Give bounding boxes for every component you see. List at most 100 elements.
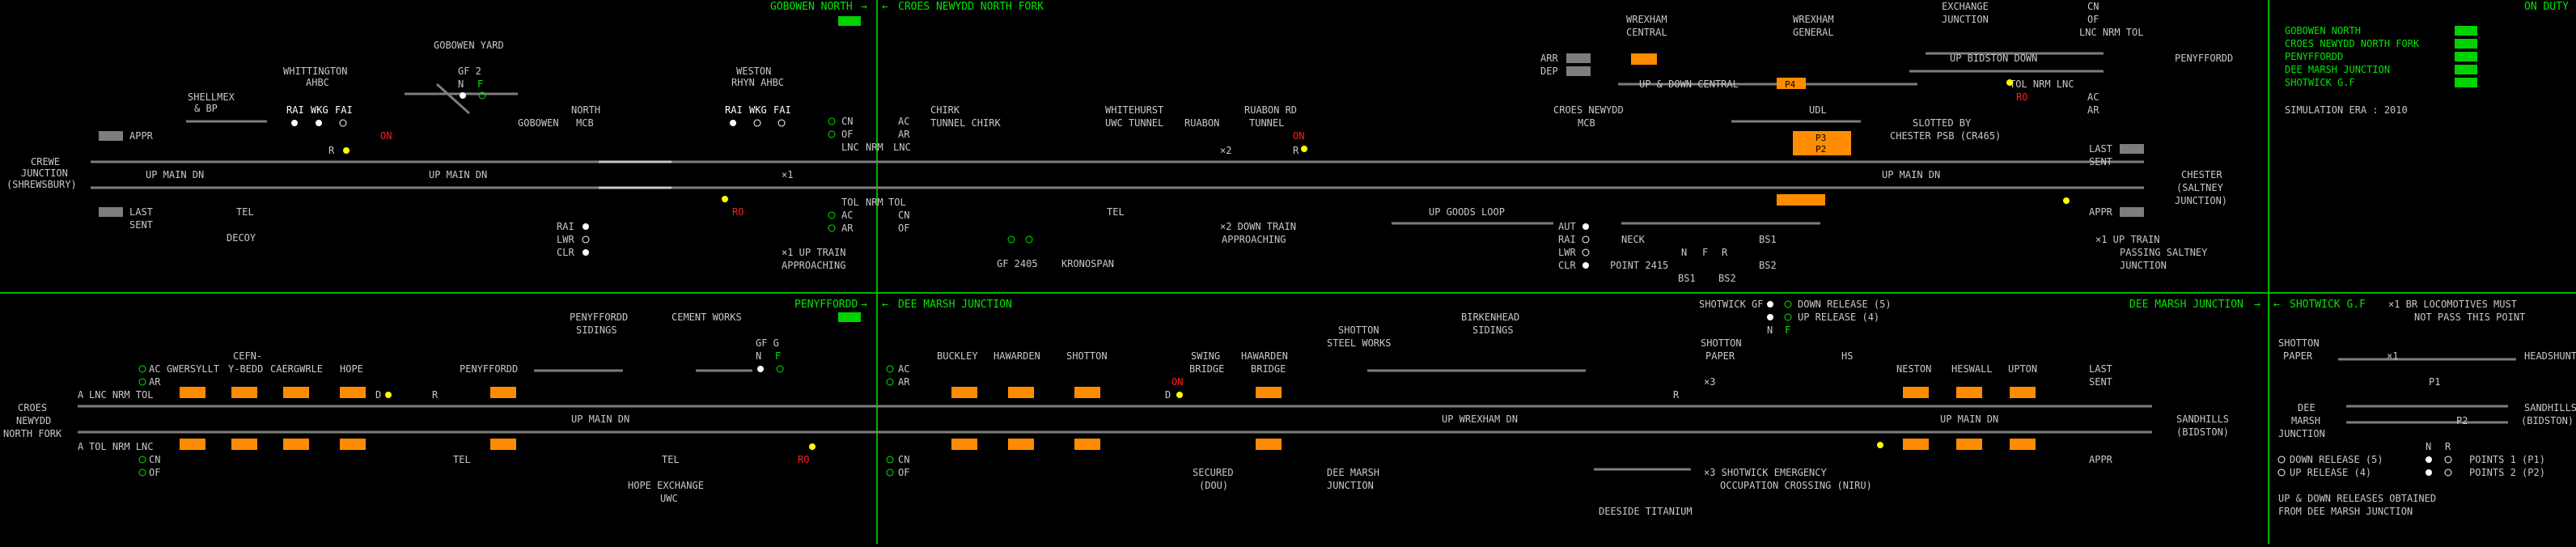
platforms bbox=[951, 387, 2036, 450]
platform-hawarden-dn[interactable] bbox=[1008, 439, 1034, 450]
cn-label: CN bbox=[149, 454, 160, 465]
appr-indicator[interactable] bbox=[2120, 207, 2144, 217]
platform-buckley-dn[interactable] bbox=[951, 439, 977, 450]
rai-label: RAI bbox=[725, 104, 743, 116]
platform-gwersyllt-dn[interactable] bbox=[180, 439, 205, 450]
platform-p3-p2[interactable] bbox=[1793, 131, 1851, 155]
platform-cefn-up[interactable] bbox=[231, 387, 257, 398]
n-label: N bbox=[1681, 247, 1687, 258]
platform-caergwrle-up[interactable] bbox=[283, 387, 309, 398]
platform-penyffordd-up[interactable] bbox=[490, 387, 516, 398]
last-sent-indicator[interactable] bbox=[99, 207, 123, 217]
platform-neston-dn[interactable] bbox=[1903, 439, 1929, 450]
p4-label: P4 bbox=[1785, 79, 1796, 90]
of-label: OF bbox=[898, 467, 909, 478]
labels: CREWE JUNCTION (SHREWSBURY) APPR LAST SE… bbox=[6, 40, 883, 271]
last-sent-indicator[interactable] bbox=[2120, 144, 2144, 154]
of-label: OF bbox=[841, 129, 853, 140]
platform-hope-up[interactable] bbox=[340, 387, 366, 398]
whitehurst-label: UWC TUNNEL bbox=[1105, 117, 1163, 129]
penyffordd-label: PENYFFORDD bbox=[460, 363, 518, 375]
duty-indicator[interactable] bbox=[2455, 65, 2477, 74]
platform-hawarden-up[interactable] bbox=[1008, 387, 1034, 398]
platform-neston-up[interactable] bbox=[1903, 387, 1929, 398]
udl-label: UDL bbox=[1809, 104, 1827, 116]
track-lines bbox=[2338, 358, 2516, 424]
lnc-nrm-tol-label: LNC NRM TOL bbox=[2079, 27, 2143, 38]
track-lines bbox=[877, 52, 2144, 225]
cefn-label: CEFN- bbox=[233, 350, 262, 362]
aut-label: AUT bbox=[1558, 221, 1576, 232]
platform-caergwrle-dn[interactable] bbox=[283, 439, 309, 450]
platform-cefn-dn[interactable] bbox=[231, 439, 257, 450]
wkg-label: WKG bbox=[749, 104, 767, 116]
lamp bbox=[1582, 248, 1590, 257]
rai-lamp bbox=[291, 120, 298, 126]
duty-indicator[interactable] bbox=[2455, 52, 2477, 61]
hope-label: HOPE bbox=[340, 363, 363, 375]
signal-lamps bbox=[886, 300, 1883, 477]
shotton-steel-label: SHOTTON bbox=[1338, 324, 1379, 336]
gf-g-label: GF G bbox=[756, 337, 779, 349]
points-lamp bbox=[2426, 456, 2432, 463]
header-penyffordd[interactable]: PENYFFORDD bbox=[794, 299, 858, 311]
platform-penyffordd-dn[interactable] bbox=[490, 439, 516, 450]
crossing-lamp bbox=[828, 130, 836, 138]
duty-indicator[interactable] bbox=[2455, 78, 2477, 87]
last-sent-label: SENT bbox=[2089, 156, 2112, 167]
duty-indicator[interactable] bbox=[2455, 39, 2477, 49]
lamp bbox=[138, 365, 146, 373]
header-croes-newydd-north-fork[interactable]: CROES NEWYDD NORTH FORK bbox=[898, 1, 1044, 13]
platform-buckley-up[interactable] bbox=[951, 387, 977, 398]
platform-gwersyllt-up[interactable] bbox=[180, 387, 205, 398]
platform-wrexham-central[interactable] bbox=[1631, 53, 1657, 65]
arrow-left-icon: ← bbox=[2273, 299, 2280, 311]
appr-indicator[interactable] bbox=[99, 131, 123, 141]
signal-lamps bbox=[2277, 456, 2452, 477]
chirk-label: TUNNEL CHIRK bbox=[930, 117, 1001, 129]
north-mcb-label: NORTH bbox=[571, 104, 600, 116]
cn-label: CN bbox=[898, 454, 909, 465]
lamp bbox=[1007, 235, 1015, 244]
header-shotwick-gf[interactable]: SHOTWICK G.F bbox=[2290, 299, 2366, 311]
weston-label: RHYN AHBC bbox=[731, 77, 784, 88]
labels: ×1 BR LOCOMOTIVES MUST NOT PASS THIS POI… bbox=[2278, 299, 2576, 517]
platform-p1[interactable] bbox=[1777, 194, 1825, 206]
platform-hawarden-bridge-up[interactable] bbox=[1256, 387, 1282, 398]
header-dee-marsh-junction-right[interactable]: DEE MARSH JUNCTION bbox=[2129, 299, 2243, 311]
header-dee-marsh-junction[interactable]: DEE MARSH JUNCTION bbox=[898, 299, 1012, 311]
dep-indicator[interactable] bbox=[1566, 66, 1591, 76]
header-gobowen-north[interactable]: GOBOWEN NORTH bbox=[770, 1, 853, 13]
shotton-label: SHOTTON bbox=[1066, 350, 1108, 362]
platform-hope-dn[interactable] bbox=[340, 439, 366, 450]
platform-shotton-dn[interactable] bbox=[1074, 439, 1100, 450]
platform-upton-up[interactable] bbox=[2010, 387, 2036, 398]
slotted-label: SLOTTED BY bbox=[1913, 117, 1972, 129]
lamp bbox=[1025, 235, 1033, 244]
chester-label: (SALTNEY bbox=[2176, 182, 2224, 193]
platform-heswall-dn[interactable] bbox=[1956, 439, 1982, 450]
penyffordd-sidings-label: PENYFFORDD bbox=[570, 312, 628, 323]
crossing-lamp bbox=[828, 117, 836, 125]
wkg-lamp bbox=[753, 119, 761, 127]
platform-shotton-up[interactable] bbox=[1074, 387, 1100, 398]
nrm-label: NRM bbox=[866, 197, 883, 208]
secured-label: SECURED bbox=[1193, 467, 1234, 478]
note-label: FROM DEE MARSH JUNCTION bbox=[2278, 506, 2413, 517]
platform-upton-dn[interactable] bbox=[2010, 439, 2036, 450]
x3-emergency-label: OCCUPATION CROSSING (NIRU) bbox=[1720, 480, 1872, 491]
penyffordd-label: PENYFFORDD bbox=[2175, 53, 2233, 64]
nrm-label: NRM bbox=[866, 142, 883, 153]
lwr-lamp bbox=[582, 235, 590, 244]
gf2405-label: GF 2405 bbox=[997, 258, 1038, 269]
duty-indicator[interactable] bbox=[2455, 26, 2477, 36]
lamp bbox=[886, 378, 894, 386]
labels: CHIRK TUNNEL CHIRK WHITEHURST UWC TUNNEL… bbox=[888, 1, 2233, 284]
platform-p4[interactable] bbox=[1777, 78, 1806, 89]
hawarden-label: HAWARDEN bbox=[994, 350, 1040, 362]
platform-heswall-up[interactable] bbox=[1956, 387, 1982, 398]
duty-indicators bbox=[2455, 26, 2477, 87]
ro-label: RO bbox=[2016, 91, 2027, 103]
platform-hawarden-bridge-dn[interactable] bbox=[1256, 439, 1282, 450]
arr-indicator[interactable] bbox=[1566, 53, 1591, 63]
